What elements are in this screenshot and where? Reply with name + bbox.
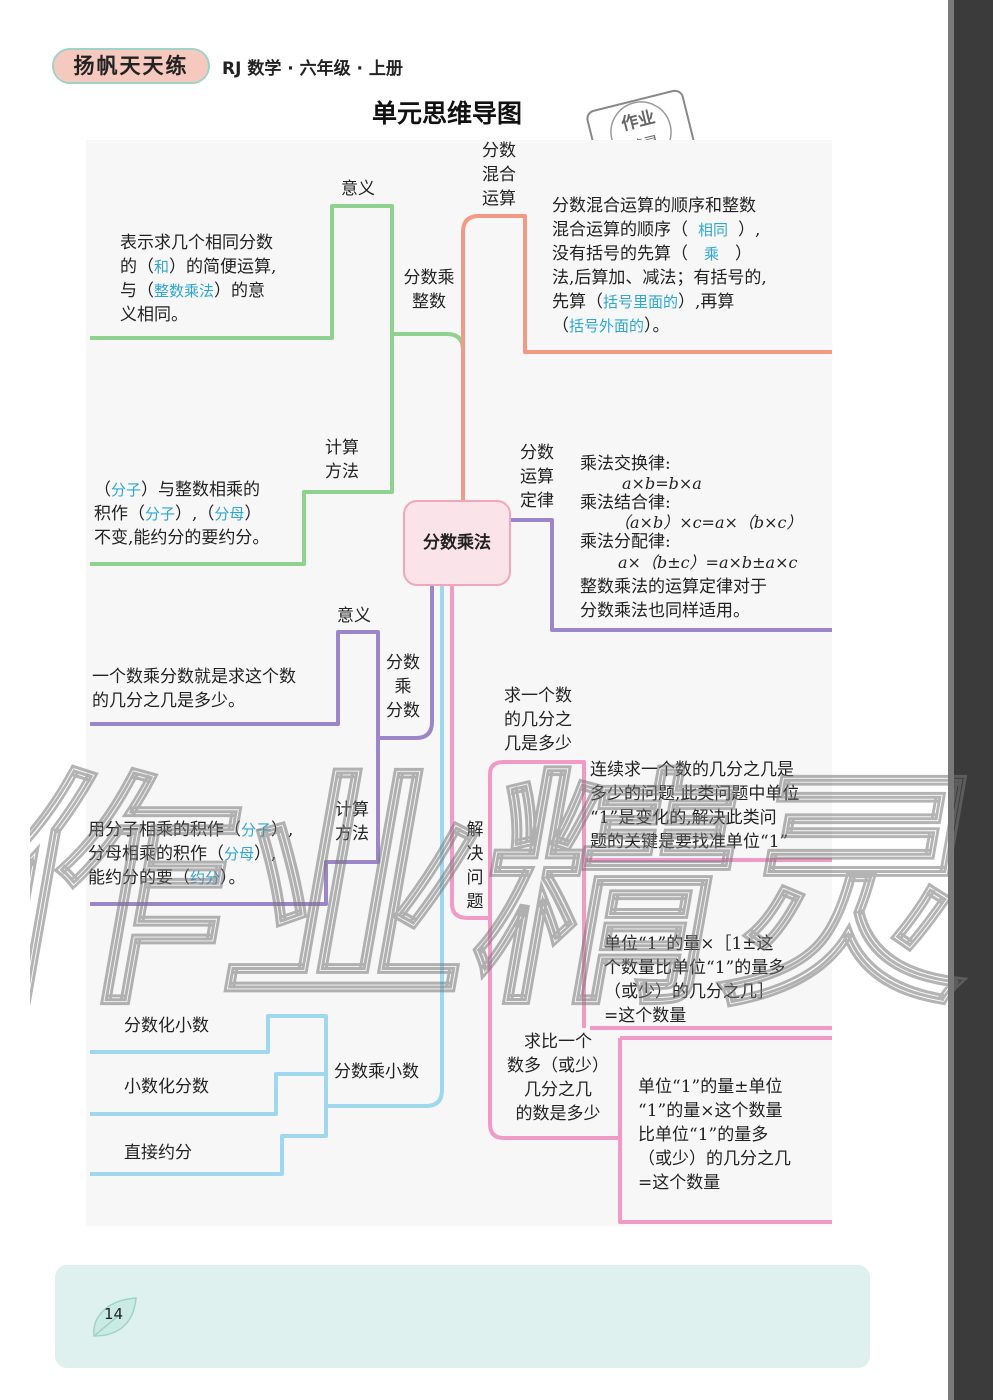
problem1-formula-line2: 个数量比单位“1”的量多 bbox=[604, 958, 786, 978]
calc-text-1-line3: 不变,能约分的要约分。 bbox=[94, 528, 270, 548]
problem1-formula-line3: （或少）的几分之几］ bbox=[604, 982, 774, 1002]
laws-note-line1: 整数乘法的运算定律对于 bbox=[580, 577, 767, 597]
problem1-formula-line4: =这个数量 bbox=[604, 1006, 687, 1026]
mixed-line6: （括号外面的）。 bbox=[552, 316, 670, 336]
calc-label-2: 计算 方法 bbox=[335, 800, 369, 844]
page-number: 14 bbox=[104, 1305, 124, 1323]
problem1-formula-line1: 单位“1”的量×［1±这 bbox=[604, 934, 774, 954]
laws-note-line2: 分数乘法也同样适用。 bbox=[580, 601, 750, 621]
book-binding bbox=[948, 0, 993, 1400]
problem-type-2-label: 求比一个 数多（或少） 几分之几 的数是多少 bbox=[507, 1032, 609, 1124]
meaning-text-2-line2: 的几分之几是多少。 bbox=[92, 691, 245, 711]
central-topic: 分数乘法 bbox=[403, 500, 511, 586]
calc-text-1-line1: （分子）与整数相乘的 bbox=[94, 480, 261, 500]
meaning-text-1-line2: 的（和）的简便运算, bbox=[120, 257, 277, 277]
meaning-text-1-line4: 义相同。 bbox=[120, 305, 188, 325]
page-title: 单元思维导图 bbox=[372, 99, 523, 128]
mixed-line4: 法,后算加、减法；有括号的, bbox=[552, 268, 767, 288]
branch-label-problems: 解 决 问 题 bbox=[466, 820, 484, 912]
problem2-text-line1: 单位“1”的量±单位 bbox=[638, 1077, 783, 1097]
answer-integer-mult: 整数乘法 bbox=[154, 282, 215, 300]
calc-text-2-line2: 分母相乘的积作（分母）, bbox=[88, 844, 277, 864]
problem-type-1-label: 求一个数 的几分之 几是多少 bbox=[504, 686, 572, 754]
mixed-line1: 分数混合运算的顺序和整数 bbox=[552, 196, 756, 216]
problem1-text-line3: “1”是变化的,解决此类问 bbox=[590, 808, 777, 828]
law-associative-formula: （a×b）×c=a×（b×c） bbox=[614, 513, 803, 532]
problem2-text-line4: （或少）的几分之几 bbox=[638, 1149, 791, 1169]
law-commutative-title: 乘法交换律: bbox=[580, 454, 671, 474]
decimal-item-3: 直接约分 bbox=[124, 1143, 192, 1163]
branch-label-laws: 分数 运算 定律 bbox=[520, 443, 554, 511]
book-binding-edge bbox=[948, 0, 954, 1400]
problem2-text-line3: 比单位“1”的量多 bbox=[638, 1125, 769, 1145]
mixed-line2: 混合运算的顺序（相同）, bbox=[552, 220, 761, 240]
problem1-text-line4: 题的关键是要找准单位“1” bbox=[590, 832, 789, 852]
calc-text-2-line3: 能约分的要（约分）。 bbox=[88, 868, 246, 888]
calc-label-1: 计算 方法 bbox=[325, 438, 359, 482]
branch-label-mult-fraction: 分数 乘 分数 bbox=[386, 653, 420, 721]
calc-text-1-line2: 积作（分子）,（分母） bbox=[94, 504, 262, 524]
meaning-text-2-line1: 一个数乘分数就是求这个数 bbox=[92, 667, 296, 687]
subject-label: RJ 数学 · 六年级 · 上册 bbox=[222, 59, 403, 79]
mixed-line3: 没有括号的先算（乘） bbox=[552, 244, 753, 264]
meaning-label-1: 意义 bbox=[341, 179, 375, 199]
mind-map-panel bbox=[86, 140, 832, 1226]
meaning-label-2: 意义 bbox=[337, 606, 371, 626]
branch-label-mult-integer: 分数乘 整数 bbox=[403, 268, 455, 312]
answer-sum: 和 bbox=[154, 258, 170, 276]
decimal-item-1: 分数化小数 bbox=[124, 1016, 209, 1036]
meaning-text-1-line1: 表示求几个相同分数 bbox=[120, 233, 273, 253]
problem1-text-line2: 多少的问题,此类问题中单位 bbox=[590, 784, 800, 804]
mixed-line5: 先算（括号里面的）,再算 bbox=[552, 292, 735, 312]
leaf-icon bbox=[93, 1297, 137, 1337]
branch-label-mixed: 分数 混合 运算 bbox=[482, 141, 516, 209]
meaning-text-1-line3: 与（整数乘法）的意 bbox=[120, 281, 266, 301]
calc-text-2-line1: 用分子相乘的积作（分子）, bbox=[88, 820, 294, 840]
problem2-text-line5: =这个数量 bbox=[638, 1173, 721, 1193]
branch-label-mult-decimal: 分数乘小数 bbox=[334, 1062, 419, 1082]
law-associative-title: 乘法结合律: bbox=[580, 493, 671, 513]
law-distributive-formula: a×（b±c）=a×b±a×c bbox=[618, 553, 798, 572]
law-commutative-formula: a×b=b×a bbox=[622, 474, 702, 493]
series-badge: 扬帆天天练 bbox=[52, 48, 210, 84]
decimal-item-2: 小数化分数 bbox=[124, 1077, 209, 1097]
problem2-text-line2: “1”的量×这个数量 bbox=[638, 1101, 783, 1121]
law-distributive-title: 乘法分配律: bbox=[580, 532, 671, 552]
footer-bar bbox=[55, 1265, 870, 1368]
problem1-text-line1: 连续求一个数的几分之几是 bbox=[590, 760, 794, 780]
